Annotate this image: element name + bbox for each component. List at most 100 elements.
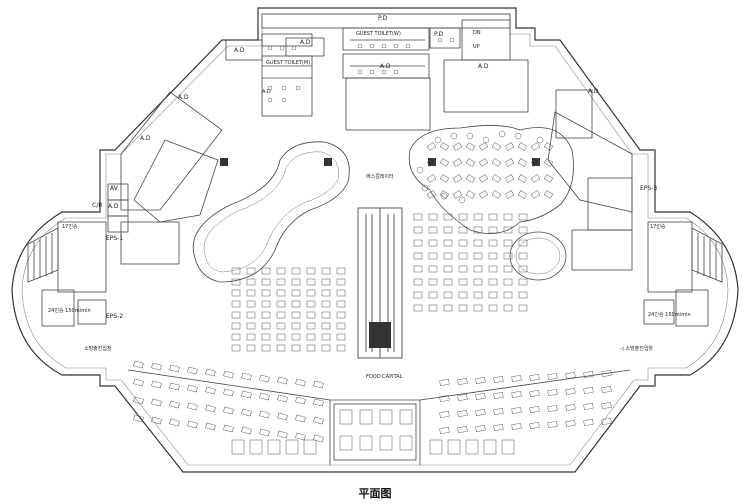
table [518, 304, 528, 312]
dining-tables [133, 130, 612, 455]
table [488, 265, 498, 273]
table [493, 391, 504, 400]
table [428, 291, 438, 299]
round-table [536, 136, 544, 144]
table [231, 333, 241, 341]
table [313, 416, 324, 425]
label-eps2: EPS-2 [106, 313, 123, 320]
table [276, 333, 286, 341]
table [439, 142, 450, 151]
table [473, 304, 483, 312]
table [529, 405, 540, 414]
table [336, 333, 346, 341]
table [426, 142, 437, 151]
table [276, 278, 286, 286]
table [261, 333, 271, 341]
table [306, 267, 316, 275]
table [306, 300, 316, 308]
table [339, 435, 353, 451]
round-table [434, 136, 442, 144]
table [246, 322, 256, 330]
table [488, 213, 498, 221]
table [276, 311, 286, 319]
table [501, 439, 515, 455]
table [291, 267, 301, 275]
label-elev-right-top: 17인승 [650, 223, 666, 230]
table [583, 402, 594, 411]
round-table [482, 136, 490, 144]
label-ad-left2: A.D [140, 135, 151, 142]
table [259, 374, 270, 383]
table [413, 226, 423, 234]
table [465, 142, 476, 151]
table [458, 278, 468, 286]
table [488, 304, 498, 312]
table [530, 158, 541, 167]
table [518, 278, 528, 286]
table [223, 388, 234, 397]
table [291, 311, 301, 319]
table [518, 291, 528, 299]
table [246, 267, 256, 275]
table [478, 174, 489, 183]
table [336, 344, 346, 352]
table [261, 300, 271, 308]
label-ad-top1: A.D [234, 47, 245, 54]
table [547, 404, 558, 413]
label-entry-left: 소방출진입창 [84, 345, 112, 352]
table [291, 278, 301, 286]
table [246, 289, 256, 297]
table [267, 439, 281, 455]
table [504, 190, 515, 199]
table [336, 278, 346, 286]
table [295, 432, 306, 441]
table [517, 158, 528, 167]
label-elev-right-bot: 24인승 150m/min [648, 311, 691, 318]
table [543, 158, 554, 167]
label-dn: DN [473, 30, 481, 36]
service-core [225, 13, 593, 139]
table [428, 278, 438, 286]
table [511, 422, 522, 431]
table [475, 424, 486, 433]
table [231, 344, 241, 352]
table [231, 322, 241, 330]
table [291, 333, 301, 341]
table [295, 378, 306, 387]
label-center: 에스컬레이터 [366, 173, 394, 180]
label-guest-toilet-top: GUEST TOILET(W) [356, 31, 401, 37]
table [306, 278, 316, 286]
table [458, 291, 468, 299]
table [504, 158, 515, 167]
table [439, 174, 450, 183]
table [413, 239, 423, 247]
table [443, 291, 453, 299]
table [259, 410, 270, 419]
table [259, 428, 270, 437]
table [169, 364, 180, 373]
table [447, 439, 461, 455]
table [306, 344, 316, 352]
tenant-blocks [107, 91, 633, 271]
label-eps1: EPS-1 [106, 235, 123, 242]
plan-caption: 平面图 [358, 487, 392, 500]
table [511, 406, 522, 415]
table [187, 366, 198, 375]
table [313, 398, 324, 407]
table [488, 252, 498, 260]
table [529, 373, 540, 382]
table [547, 388, 558, 397]
table [428, 265, 438, 273]
table [187, 420, 198, 429]
table [223, 424, 234, 433]
table [547, 420, 558, 429]
table [457, 393, 468, 402]
table [518, 265, 528, 273]
table [429, 439, 443, 455]
table [465, 190, 476, 199]
table [458, 226, 468, 234]
table [601, 401, 612, 410]
round-table [498, 130, 506, 138]
table [261, 322, 271, 330]
table [321, 311, 331, 319]
